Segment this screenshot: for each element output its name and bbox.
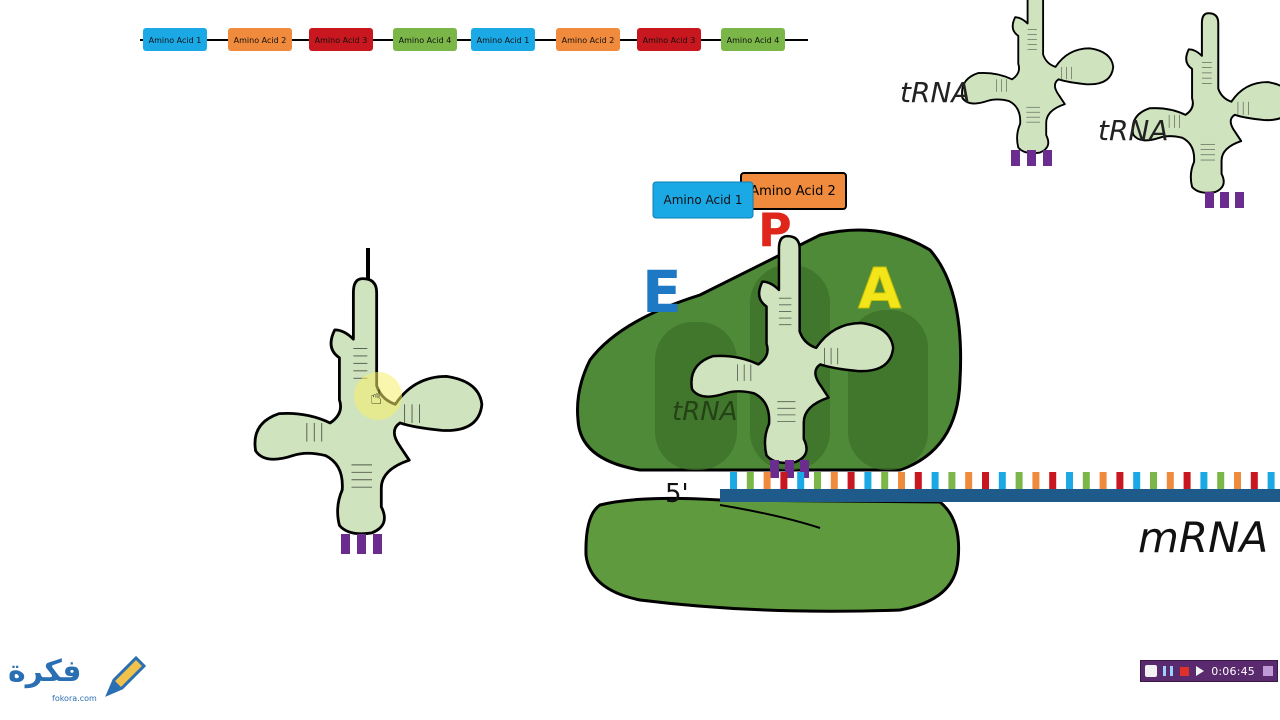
fokora-logo: فكرة fokora.com xyxy=(8,654,148,710)
mrna-nucleotide xyxy=(1066,472,1073,490)
mrna-nucleotide xyxy=(1116,472,1124,490)
trna-top-right: tRNA xyxy=(1098,12,1280,208)
ribosome-amino-acid-1: Amino Acid 1 xyxy=(652,181,754,219)
site-a-label: A xyxy=(858,257,902,322)
webcam-button[interactable] xyxy=(1145,665,1157,677)
mrna-nucleotide xyxy=(1250,472,1258,490)
mrna-nucleotide xyxy=(1099,472,1107,490)
mrna-strand: 5' mRNA xyxy=(665,472,1280,562)
mrna-nucleotide xyxy=(1200,472,1208,490)
trna-label-ribosome: tRNA xyxy=(672,397,738,427)
mrna-nucleotide xyxy=(814,472,821,490)
chain-chip-7: Amino Acid 3 xyxy=(637,28,701,51)
chain-chip-label: Amino Acid 4 xyxy=(399,36,452,45)
chain-chip-label: Amino Acid 3 xyxy=(643,36,696,45)
trna-top-left: tRNA xyxy=(900,0,1115,166)
five-prime-label: 5' xyxy=(665,479,689,509)
chain-chip-label: Amino Acid 3 xyxy=(315,36,368,45)
mrna-nucleotide xyxy=(1217,472,1225,490)
free-trna: ☝ xyxy=(253,248,484,554)
logo-latin-text: fokora.com xyxy=(52,694,97,703)
svg-text:Amino Acid 2: Amino Acid 2 xyxy=(750,184,836,199)
mrna-nucleotide xyxy=(797,472,805,490)
mrna-nucleotide xyxy=(1015,472,1023,490)
mrna-nucleotide xyxy=(746,472,754,490)
mrna-nucleotide xyxy=(898,472,905,490)
mrna-nucleotide xyxy=(1166,472,1174,490)
pause-button[interactable] xyxy=(1163,665,1174,677)
mrna-nucleotide xyxy=(1183,472,1191,490)
mrna-nucleotide xyxy=(1049,472,1057,490)
mrna-nucleotide xyxy=(998,472,1006,490)
menu-icon xyxy=(1263,666,1273,676)
chain-chip-5: Amino Acid 1 xyxy=(471,28,535,51)
svg-text:Amino Acid 1: Amino Acid 1 xyxy=(664,193,743,207)
mrna-nucleotide xyxy=(1082,472,1090,490)
subunit-groove xyxy=(719,504,821,529)
mrna-nucleotide xyxy=(881,472,889,490)
mrna-nucleotide xyxy=(1267,472,1275,490)
ribosome-amino-acid-2: Amino Acid 2 xyxy=(740,172,847,210)
chain-chip-8: Amino Acid 4 xyxy=(721,28,785,51)
mrna-nucleotide xyxy=(730,472,737,490)
camera-icon xyxy=(1145,665,1157,677)
mrna-nucleotide xyxy=(965,472,973,490)
cursor-highlight xyxy=(354,372,402,420)
play-button[interactable] xyxy=(1195,665,1205,677)
chain-chip-3: Amino Acid 3 xyxy=(309,28,373,51)
mrna-nucleotide xyxy=(1032,472,1040,490)
mrna-nucleotide xyxy=(847,472,855,490)
chain-chip-label: Amino Acid 4 xyxy=(727,36,780,45)
site-p-label: P xyxy=(758,203,792,257)
anticodon-free xyxy=(341,534,382,554)
pause-icon xyxy=(1163,666,1174,676)
mrna-label: mRNA xyxy=(1138,513,1268,562)
chain-chip-6: Amino Acid 2 xyxy=(556,28,620,51)
chain-chip-label: Amino Acid 2 xyxy=(234,36,287,45)
mrna-nucleotide xyxy=(1234,472,1241,490)
recording-time: 0:06:45 xyxy=(1211,664,1255,678)
e-site-slot xyxy=(655,322,737,470)
mrna-nucleotide xyxy=(1150,472,1157,490)
chain-chip-label: Amino Acid 1 xyxy=(477,36,530,45)
amino-acid-chain: Amino Acid 1 Amino Acid 2 Amino Acid 3 Amin… xyxy=(140,28,808,51)
anticodon-top-left xyxy=(1011,150,1052,166)
site-e-label: E xyxy=(642,258,682,326)
chain-chip-4: Amino Acid 4 xyxy=(393,28,457,51)
mrna-nucleotide xyxy=(948,472,956,490)
chain-chip-1: Amino Acid 1 xyxy=(143,28,207,51)
stop-icon xyxy=(1179,666,1189,676)
mrna-nucleotide xyxy=(1133,472,1141,490)
mrna-nucleotide xyxy=(830,472,838,490)
mrna-backbone xyxy=(720,489,1280,502)
chain-chip-label: Amino Acid 2 xyxy=(562,36,615,45)
chain-chip-2: Amino Acid 2 xyxy=(228,28,292,51)
play-icon xyxy=(1196,666,1205,676)
ribosome-small-subunit xyxy=(584,496,961,613)
anticodon-ribosome xyxy=(770,460,809,478)
mrna-nucleotide xyxy=(914,472,922,490)
hand-cursor-icon: ☝ xyxy=(370,385,382,409)
menu-button[interactable] xyxy=(1261,665,1273,677)
mrna-nucleotide xyxy=(780,472,788,490)
trna-label-top-right: tRNA xyxy=(1098,114,1169,147)
chain-chip-label: Amino Acid 1 xyxy=(149,36,202,45)
ribosome: tRNA E P A Amino Acid 2 Amino Acid 1 xyxy=(576,172,963,613)
trna-label-top-left: tRNA xyxy=(900,76,971,109)
recorder-toolbar: 0:06:45 xyxy=(1140,660,1278,682)
mrna-nucleotide xyxy=(982,472,989,490)
stop-button[interactable] xyxy=(1179,665,1189,677)
pencil-icon xyxy=(105,655,146,697)
mrna-nucleotide xyxy=(763,472,771,490)
anticodon-top-right xyxy=(1205,192,1244,208)
mrna-nucleotide xyxy=(864,472,872,490)
logo-arabic-text: فكرة xyxy=(8,654,82,689)
mrna-nucleotide xyxy=(931,472,939,490)
